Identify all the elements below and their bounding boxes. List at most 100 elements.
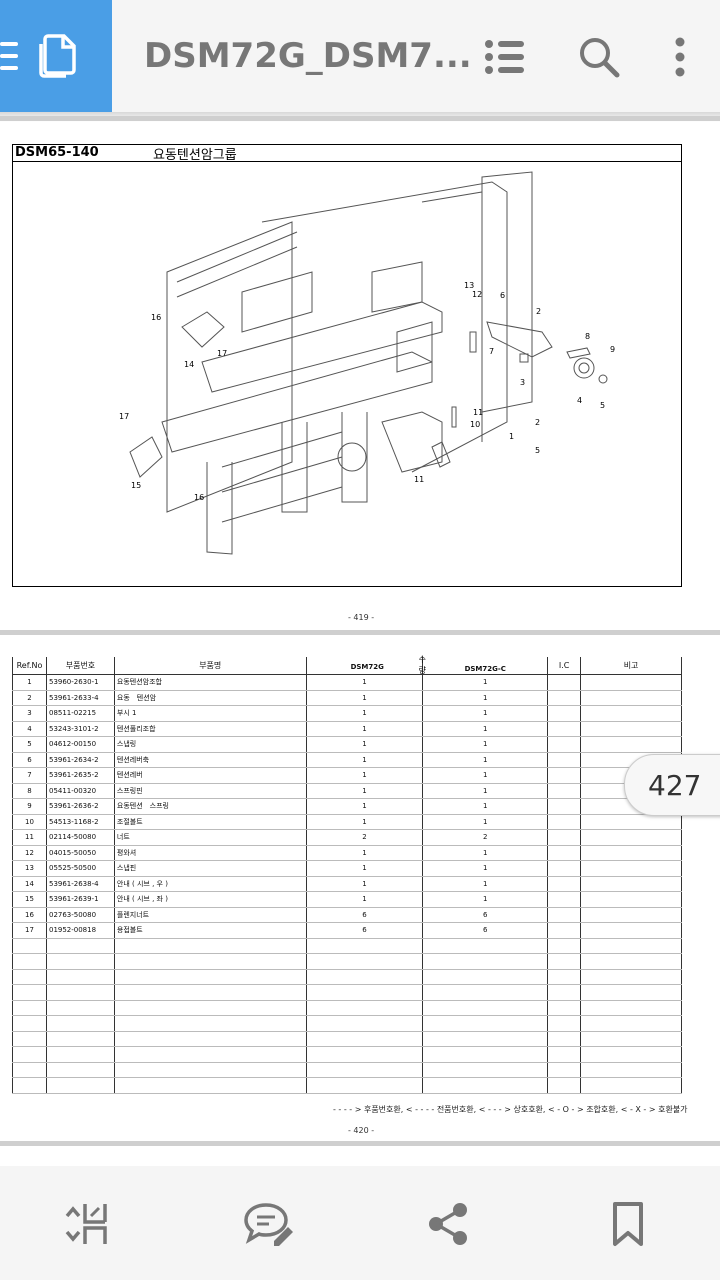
- part-name-cell: 스프링핀: [113, 783, 307, 799]
- qty-model1-cell: 1: [305, 767, 424, 784]
- part-name-cell: 요동텐션암조합: [113, 674, 307, 691]
- note-cell: [580, 1062, 682, 1078]
- ic-cell: [547, 798, 582, 815]
- part-no-cell: 54513-1168-2: [45, 814, 115, 830]
- ref-cell: 7: [12, 767, 47, 784]
- col-note: 비고: [580, 657, 682, 675]
- qty-model1-cell: 1: [305, 845, 424, 861]
- ref-cell: [12, 1015, 47, 1032]
- page-separator: [0, 116, 720, 121]
- callout-label: 5: [535, 446, 541, 455]
- note-cell: [580, 845, 682, 861]
- qty-model1-cell: [305, 969, 424, 985]
- part-no-cell: 08511-02215: [45, 705, 115, 722]
- qty-model1-cell: [305, 1077, 424, 1094]
- callout-label: 11: [414, 475, 425, 484]
- part-name-cell: 안내 ( 시브 , 우 ): [113, 876, 307, 892]
- note-cell: [580, 1077, 682, 1094]
- part-name-cell: [113, 938, 307, 954]
- qty-model2-cell: 1: [422, 752, 549, 768]
- note-cell: [580, 736, 682, 753]
- qty-model1-cell: [305, 938, 424, 954]
- callout-label: 14: [184, 360, 195, 369]
- ref-cell: 15: [12, 891, 47, 908]
- part-no-cell: [45, 1062, 115, 1078]
- page-indicator-badge[interactable]: 427: [624, 754, 720, 816]
- note-cell: [580, 721, 682, 737]
- qty-model2-cell: [422, 1077, 549, 1094]
- part-no-cell: 02114-50080: [45, 829, 115, 846]
- fit-page-icon[interactable]: [58, 1194, 118, 1254]
- part-name-cell: 플렌지너트: [113, 907, 307, 923]
- note-cell: [580, 705, 682, 722]
- callout-label: 15: [131, 481, 142, 490]
- comment-edit-icon[interactable]: [240, 1194, 300, 1254]
- empty-table-row: [12, 1062, 682, 1078]
- part-name-cell: 용접볼트: [113, 922, 307, 939]
- ic-cell: [547, 1062, 582, 1078]
- qty-model1-cell: 1: [305, 736, 424, 753]
- qty-model1-cell: [305, 953, 424, 970]
- qty-model2-cell: 1: [422, 674, 549, 691]
- ref-cell: 6: [12, 752, 47, 768]
- callout-label: 12: [472, 290, 483, 299]
- qty-model1-cell: 1: [305, 752, 424, 768]
- callout-label: 5: [600, 401, 606, 410]
- callout-label: 9: [610, 345, 616, 354]
- page-number: - 419 -: [348, 613, 375, 622]
- compatibility-legend: - - - - > 후품번호환, < - - - - 전품번호환, < - - …: [333, 1105, 688, 1114]
- qty-model1-cell: 1: [305, 814, 424, 830]
- empty-table-row: [12, 1046, 682, 1063]
- list-icon[interactable]: [480, 32, 530, 82]
- callout-label: 16: [194, 493, 205, 502]
- note-cell: [580, 984, 682, 1001]
- page-separator: [0, 630, 720, 635]
- qty-model1-cell: 1: [305, 690, 424, 706]
- ref-cell: 17: [12, 922, 47, 939]
- qty-model1-cell: [305, 1046, 424, 1063]
- qty-model1-cell: 1: [305, 860, 424, 877]
- empty-table-row: [12, 1015, 682, 1032]
- ic-cell: [547, 767, 582, 784]
- qty-model2-cell: 6: [422, 922, 549, 939]
- part-no-cell: [45, 1000, 115, 1016]
- share-icon[interactable]: [418, 1194, 478, 1254]
- qty-model1-cell: 2: [305, 829, 424, 846]
- note-cell: [580, 829, 682, 846]
- part-name-cell: 조절볼트: [113, 814, 307, 830]
- note-cell: [580, 1000, 682, 1016]
- part-no-cell: 02763-50080: [45, 907, 115, 923]
- qty-model1-cell: 6: [305, 907, 424, 923]
- qty-model1-cell: 6: [305, 922, 424, 939]
- search-icon[interactable]: [574, 32, 624, 82]
- qty-model2-cell: 1: [422, 721, 549, 737]
- ic-cell: [547, 1046, 582, 1063]
- ic-cell: [547, 829, 582, 846]
- more-vert-icon[interactable]: [655, 32, 705, 82]
- bottom-toolbar: [0, 1166, 720, 1280]
- callout-labels: 16 17 14 17 15 16 13 12 6 2 8 7 9 3 4 5 …: [0, 0, 720, 600]
- diagram-header: DSM65-140 요동텐션암그룹: [13, 145, 681, 163]
- note-cell: [580, 938, 682, 954]
- menu-icon[interactable]: [0, 42, 18, 72]
- qty-model2-cell: [422, 938, 549, 954]
- col-model2-label: DSM72G-C: [464, 665, 506, 673]
- empty-table-row: [12, 1031, 682, 1047]
- group-code: DSM65-140: [15, 145, 99, 160]
- part-name-cell: 스냅핀: [113, 860, 307, 877]
- app-bar: DSM72G_DSM7...: [0, 0, 720, 112]
- document-list-button[interactable]: [0, 0, 112, 112]
- part-name-cell: 스냅링: [113, 736, 307, 753]
- part-no-cell: 04015-50050: [45, 845, 115, 861]
- ic-cell: [547, 845, 582, 861]
- col-part-no: 부품번호: [45, 657, 115, 675]
- callout-label: 3: [520, 378, 526, 387]
- bookmark-icon[interactable]: [598, 1194, 658, 1254]
